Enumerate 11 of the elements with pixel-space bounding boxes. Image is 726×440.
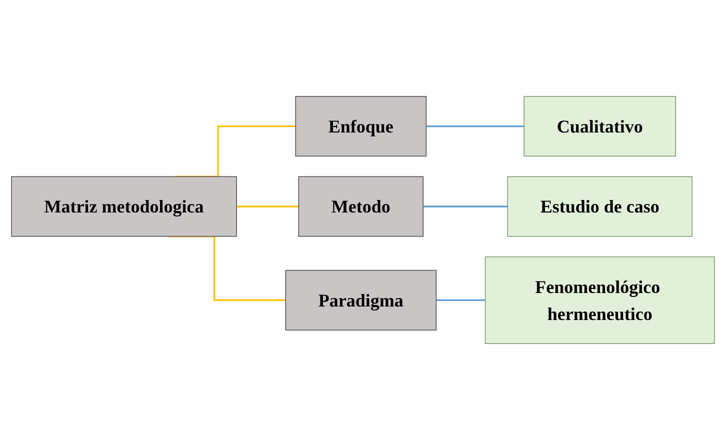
node-box: Cualitativo xyxy=(524,96,676,157)
connector xyxy=(436,299,486,302)
connector xyxy=(236,206,299,208)
node-box: Paradigma xyxy=(285,270,437,330)
node-box: Matriz metodologica xyxy=(11,176,237,237)
node-box: Enfoque xyxy=(295,96,427,157)
node-box: Metodo xyxy=(298,176,424,237)
node-box: Fenomenológico hermeneutico xyxy=(484,256,715,344)
connector xyxy=(423,206,508,208)
connector xyxy=(426,125,524,128)
node-box: Estudio de caso xyxy=(507,176,693,237)
